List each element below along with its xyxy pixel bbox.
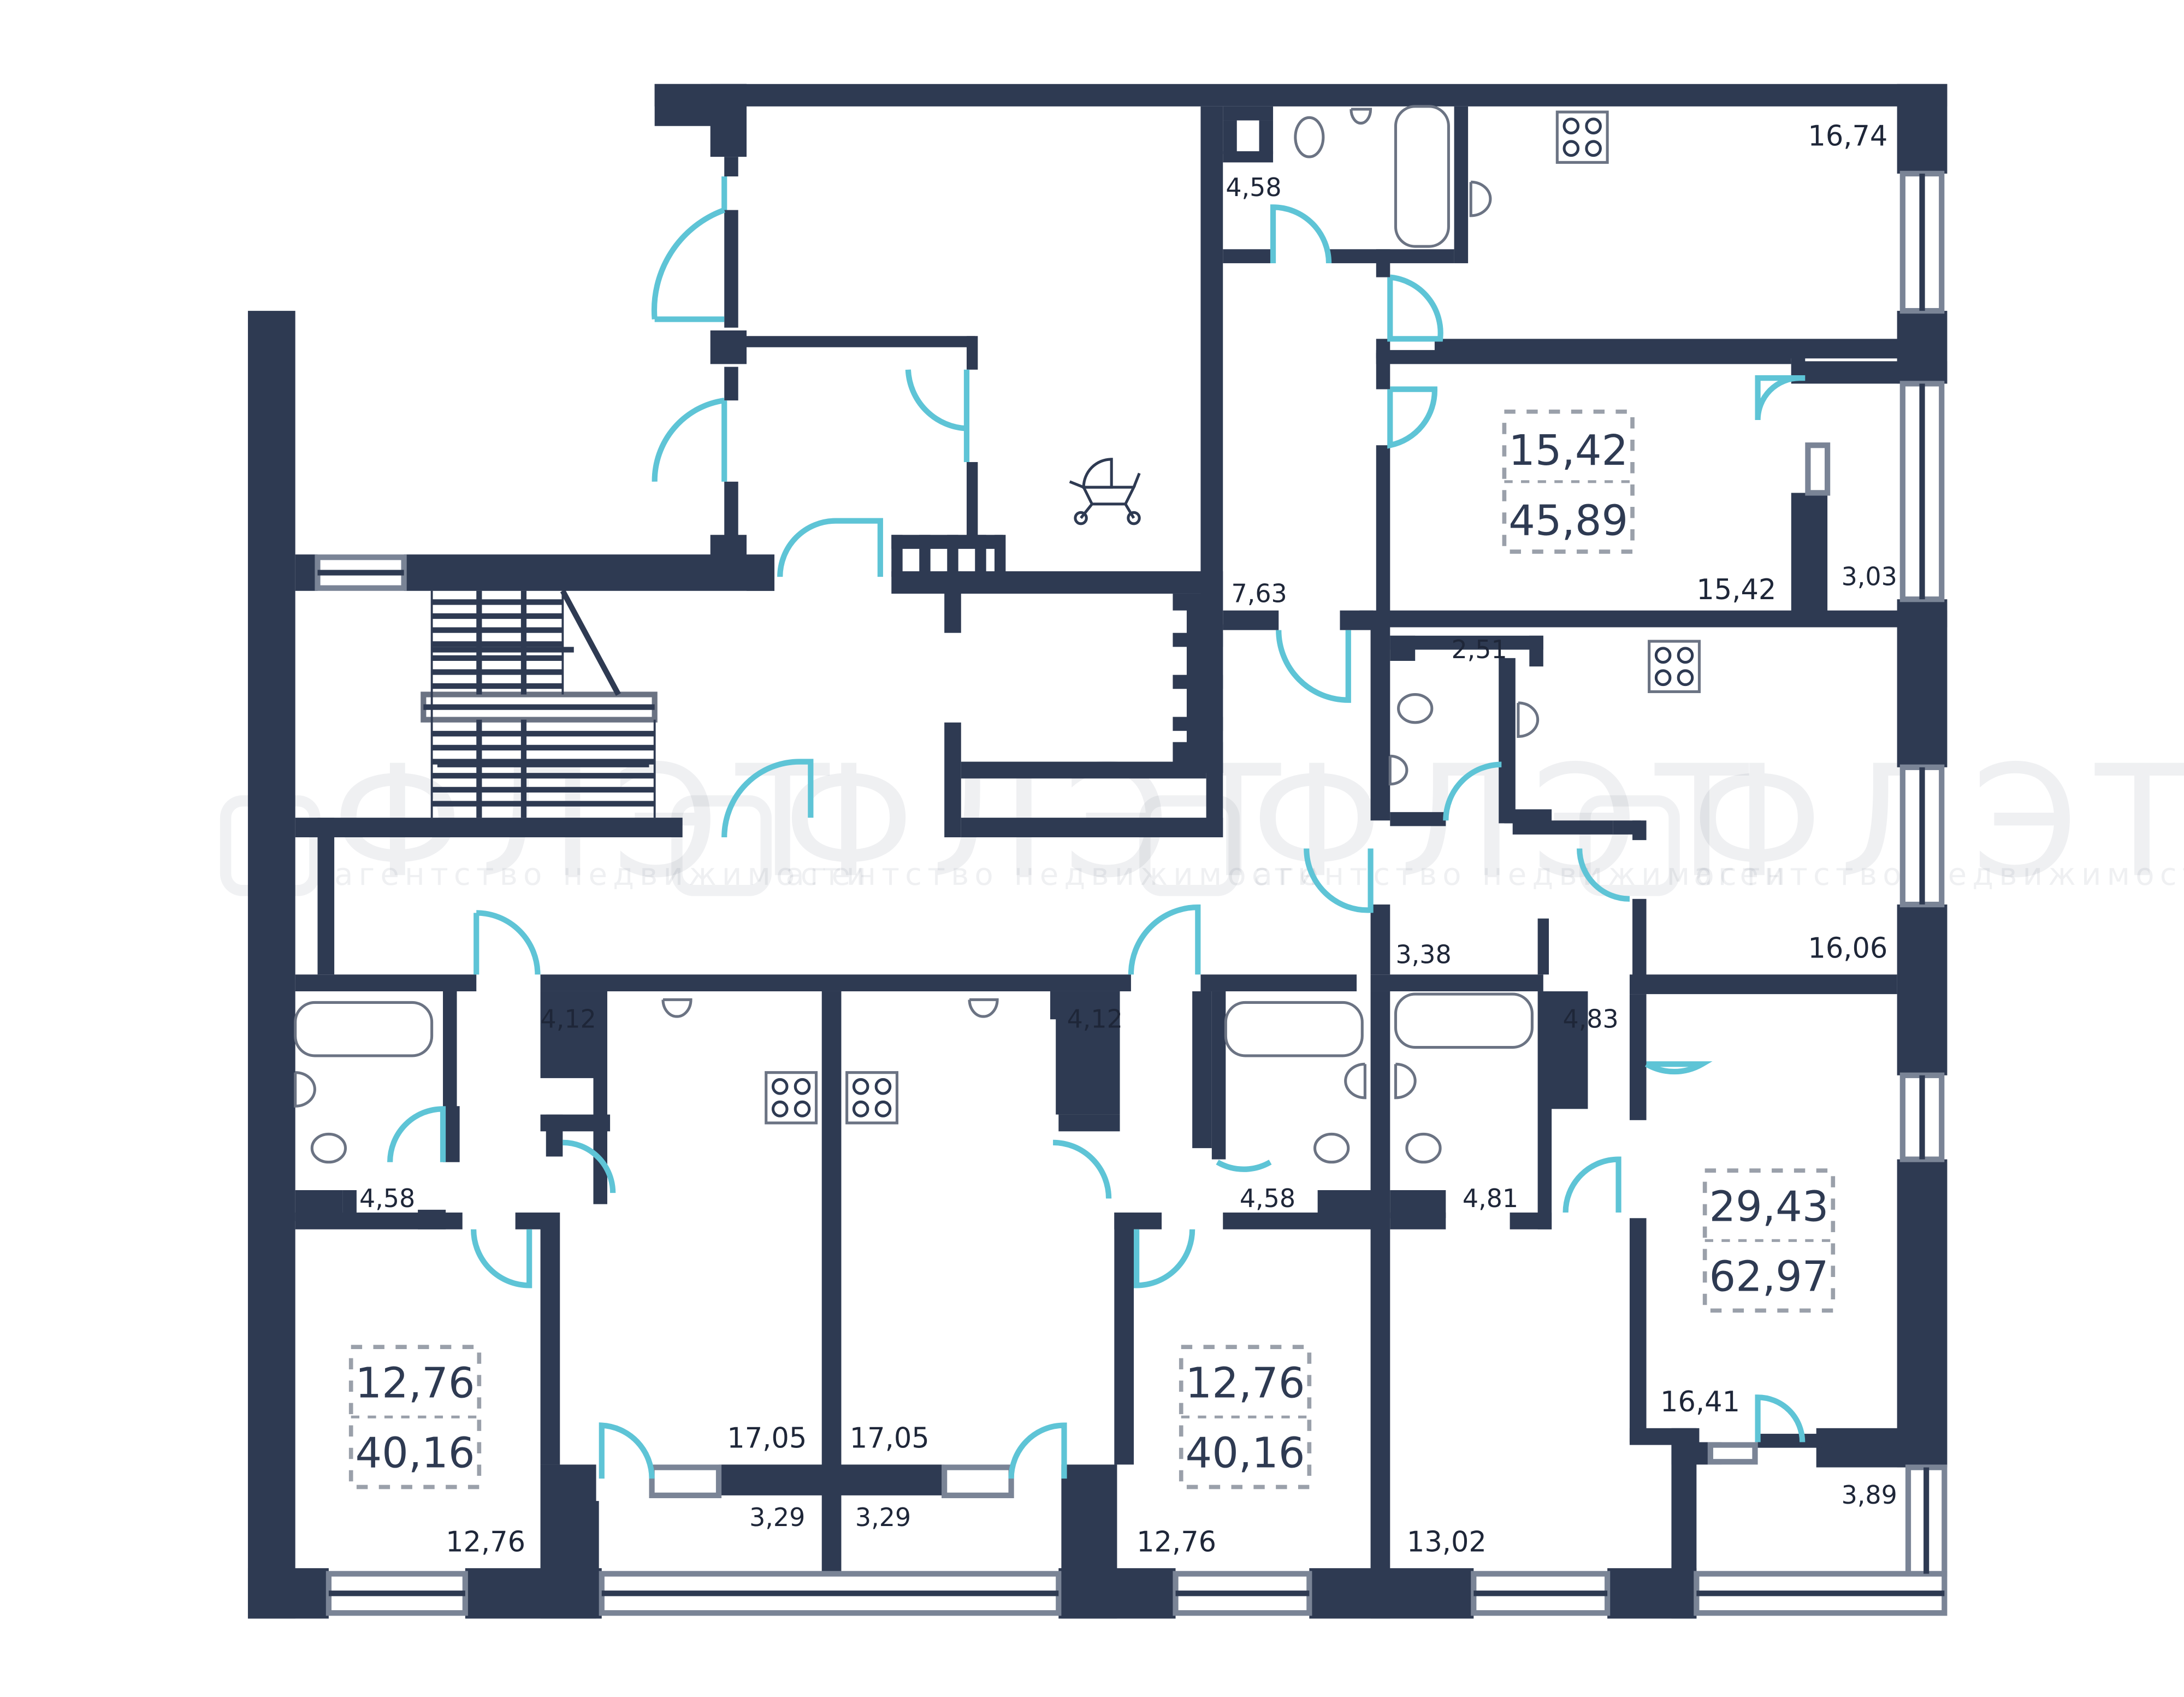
svg-text:агентство недвижимости: агентство недвижимости	[785, 857, 1323, 892]
room-area-labels: 4,58 16,74 7,63 15,42 3,03 2,51 16,06 3,…	[359, 120, 1897, 1558]
area-bath-left: 4,58	[359, 1184, 415, 1213]
stove-icon	[765, 110, 1701, 1125]
area-bath-right: 4,81	[1463, 1184, 1518, 1213]
area-room-center: 12,76	[1137, 1526, 1216, 1558]
flat-center-living: 12,76	[1186, 1359, 1305, 1408]
toilet-icon	[310, 116, 1442, 1164]
area-mid-kitchen: 16,06	[1808, 932, 1887, 965]
flat-summary-top: 15,42 45,89	[1502, 409, 1635, 554]
area-room-left: 12,76	[446, 1526, 525, 1558]
flat-center-total: 40,16	[1186, 1429, 1305, 1477]
flat-summary-center: 12,76 40,16	[1179, 1345, 1312, 1489]
sink-icon	[294, 108, 1540, 1108]
flat-top-total: 45,89	[1508, 496, 1628, 545]
stroller-icon	[1069, 458, 1141, 525]
area-hall-center: 4,12	[1067, 1004, 1123, 1034]
bathtub-icon	[294, 105, 1534, 1057]
flat-summary-left: 12,76 40,16	[348, 1345, 482, 1489]
area-loggia-right: 3,29	[855, 1503, 911, 1532]
flat-top-living: 15,42	[1508, 427, 1628, 475]
doors	[387, 176, 1806, 1479]
flat-right-living: 29,43	[1709, 1182, 1828, 1231]
area-balcony-corner: 3,89	[1842, 1480, 1897, 1510]
area-top-kitchen: 16,74	[1808, 120, 1887, 152]
svg-text:агентство недвижимости: агентство недвижимости	[1253, 857, 1791, 892]
area-top-room: 15,42	[1696, 574, 1776, 606]
windows	[315, 170, 1948, 1616]
svg-text:агентство недвижимости: агентство недвижимости	[334, 857, 872, 892]
area-top-balcony: 3,03	[1842, 561, 1897, 591]
area-top-bath-left: 4,58	[1226, 173, 1281, 202]
flat-left-living: 12,76	[356, 1359, 475, 1408]
flat-left-total: 40,16	[356, 1429, 475, 1477]
area-hall-left: 4,12	[541, 1004, 596, 1034]
flat-right-total: 62,97	[1709, 1252, 1828, 1301]
stairs-icon	[421, 589, 658, 818]
flat-summary-right: 29,43 62,97	[1702, 1168, 1836, 1313]
exterior-walls	[247, 84, 1948, 1619]
area-bath-center: 4,58	[1240, 1184, 1295, 1213]
area-studio-left-b: 17,05	[850, 1423, 930, 1455]
area-mid-hall-b: 4,83	[1563, 1004, 1619, 1034]
area-room-right: 13,02	[1407, 1526, 1487, 1558]
area-top-hall: 7,63	[1232, 578, 1287, 608]
area-room-corner: 16,41	[1660, 1386, 1740, 1418]
area-mid-hall-a: 3,38	[1395, 940, 1451, 969]
area-loggia-left: 3,29	[749, 1503, 805, 1532]
area-mid-bath: 2,51	[1451, 635, 1507, 664]
area-studio-left-a: 17,05	[727, 1423, 807, 1455]
